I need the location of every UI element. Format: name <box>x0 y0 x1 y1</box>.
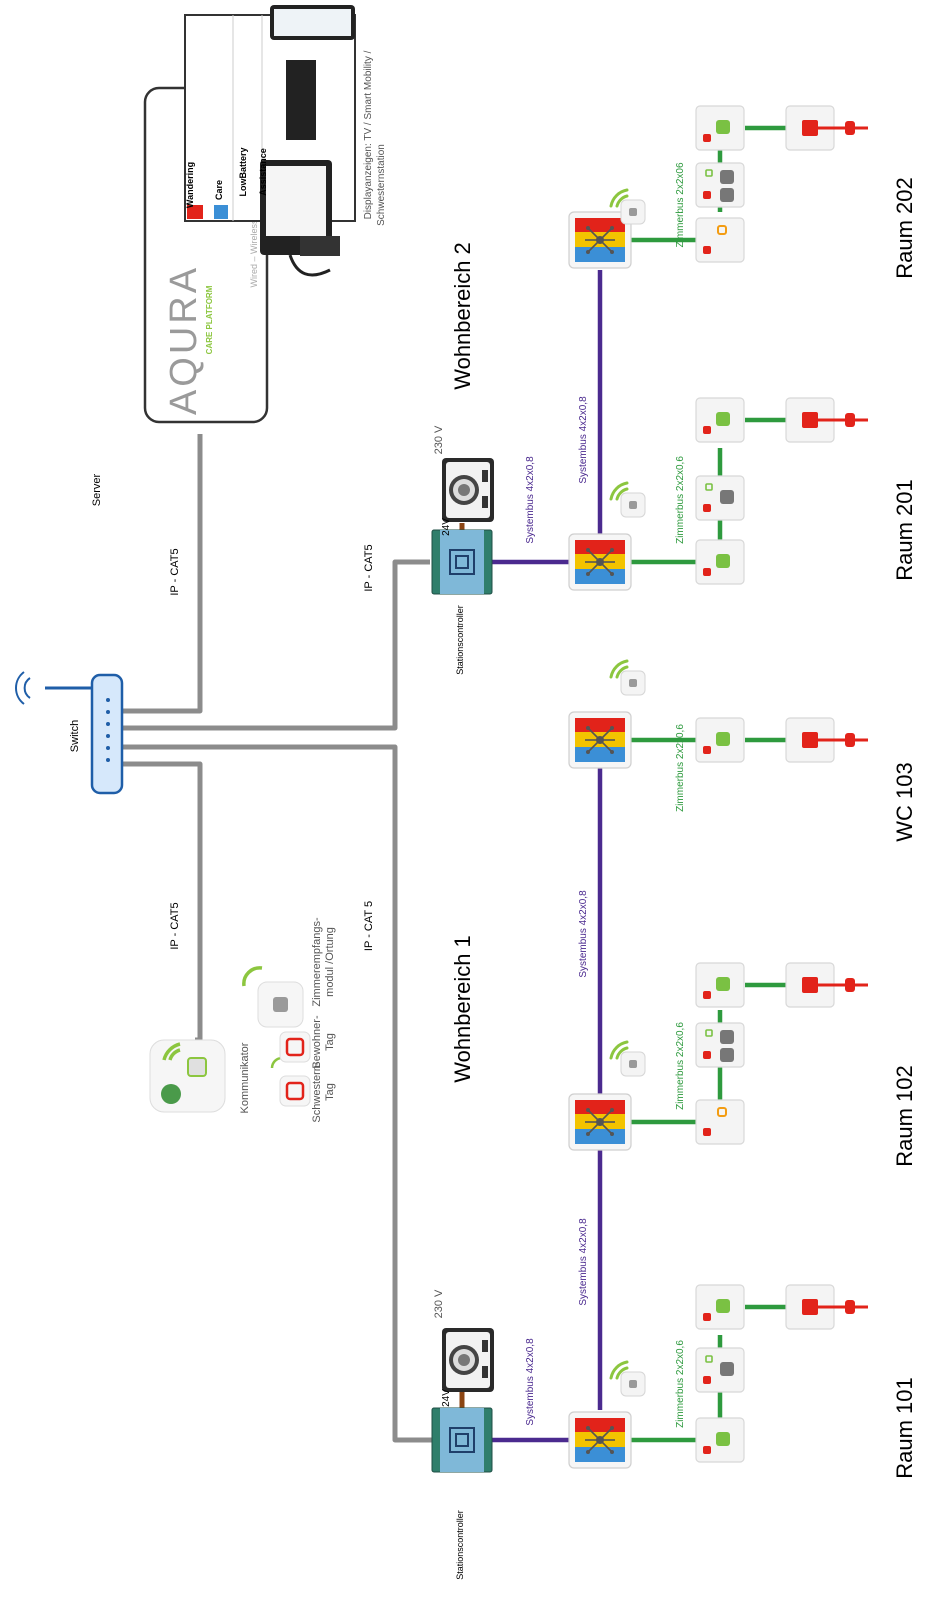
zimmerempfang-device <box>242 966 304 1028</box>
v230-wb2-label: 230 V <box>433 425 445 454</box>
stationscontroller-wb1-label: Stationscontroller <box>455 1510 465 1580</box>
raum-202-label: Raum 202 <box>892 177 917 279</box>
raum-102-label: Raum 102 <box>892 1065 917 1167</box>
ip-cables <box>120 434 432 1443</box>
kommunikator-device <box>149 1039 226 1113</box>
schwestern-tag-label-1: Schwestern- <box>311 1061 323 1122</box>
room-201-devices <box>695 397 868 585</box>
wohnbereich-1-title: Wohnbereich 1 <box>450 935 475 1083</box>
cable-switch-wb2 <box>120 559 430 731</box>
schwestern-tag-label-2: Tag <box>324 1083 336 1101</box>
systembus-lines <box>492 270 603 1443</box>
zimmerterminal-101 <box>568 1411 632 1469</box>
zimmerbus-201-label: Zimmerbus 2x2x0,6 <box>675 456 686 544</box>
systembus-wb2-sc-label: Systembus 4x2x0,8 <box>525 456 536 544</box>
switch-device <box>15 671 124 795</box>
zimmerbus-101-label: Zimmerbus 2x2x0,6 <box>675 1340 686 1428</box>
zimmerterminal-201 <box>568 533 632 591</box>
bewohner-tag-label-2: Tag <box>324 1033 336 1051</box>
display-caption-line1: Displayanzeigen: TV / Smart Mobility / <box>363 50 374 219</box>
power-supply-wb1 <box>442 1328 494 1392</box>
power-supply-wb2 <box>442 458 494 522</box>
raum-101-label: Raum 101 <box>892 1377 917 1479</box>
zimmerempfang-label-2: modul /Ortung <box>324 927 336 997</box>
screen-lowbattery: LowBattery <box>238 147 248 196</box>
room-101-devices <box>695 1284 868 1463</box>
aqura-logo: AQURA <box>163 265 205 415</box>
cable-switch-server <box>120 434 203 714</box>
cable-switch-wb1 <box>120 744 432 1443</box>
receiver-201 <box>609 481 647 519</box>
zimmerterminal-103 <box>568 711 632 769</box>
room-102-devices <box>695 962 868 1145</box>
zimmerbus-lines <box>631 125 800 1443</box>
systembus-wb1-lower-label: Systembus 4x2x0,8 <box>578 1218 589 1306</box>
receiver-102 <box>609 1040 647 1078</box>
zimmerbus-202-label: Zimmerbus 2x2x06 <box>675 162 686 247</box>
wc-103-label: WC 103 <box>892 762 917 841</box>
wired-wireless-flow: Wired – Wireless - Flow <box>249 192 259 288</box>
wohnbereich-2-title: Wohnbereich 2 <box>450 242 475 390</box>
zimmerbus-103-label: Zimmerbus 2x2x0,6 <box>675 724 686 812</box>
cable-switch-kommunikator <box>120 761 203 1043</box>
screen-assistance: Assistance <box>258 148 268 196</box>
ip-cat5-kommunikator-label: IP - CAT5 <box>169 902 181 949</box>
v24-wb1-label: 24V <box>441 1389 452 1407</box>
display-caption-line2: Schwesternstation <box>376 144 387 226</box>
stationscontroller-wb2 <box>431 529 493 595</box>
systembus-wb1-upper-label: Systembus 4x2x0,8 <box>578 890 589 978</box>
v230-wb1-label: 230 V <box>433 1289 445 1318</box>
ip-cat5-wb2-label: IP - CAT5 <box>363 544 375 591</box>
display-group <box>184 5 356 277</box>
v24-wb2-label: 24V <box>441 518 452 536</box>
systembus-wb1-sc-label: Systembus 4x2x0,8 <box>525 1338 536 1426</box>
schwestern-tag-device <box>270 1056 311 1107</box>
receiver-103 <box>609 659 647 697</box>
systembus-wb2-label: Systembus 4x2x0,8 <box>578 396 589 484</box>
room-202-devices <box>695 105 868 263</box>
care-platform-text: CARE PLATFORM <box>205 285 214 354</box>
receiver-101 <box>609 1360 647 1398</box>
raum-201-label: Raum 201 <box>892 479 917 581</box>
ip-cat5-server-label: IP - CAT5 <box>169 548 181 595</box>
screen-wandering: Wandering <box>185 162 195 208</box>
bewohner-tag-label-1: Bewohner- <box>311 1015 323 1069</box>
zimmerempfang-label-1: Zimmerempfangs- <box>311 917 323 1007</box>
stationscontroller-wb2-label: Stationscontroller <box>455 605 465 675</box>
screen-care: Care <box>214 180 224 200</box>
room-103-devices <box>695 717 868 763</box>
ip-cat5-wb1-label: IP - CAT 5 <box>363 901 375 951</box>
switch-label: Switch <box>69 720 81 752</box>
zimmerterminal-102 <box>568 1093 632 1151</box>
kommunikator-label: Kommunikator <box>239 1042 251 1113</box>
stationscontroller-wb1 <box>431 1407 493 1473</box>
server-label: Server <box>91 473 103 506</box>
zimmerbus-102-label: Zimmerbus 2x2x0,6 <box>675 1022 686 1110</box>
